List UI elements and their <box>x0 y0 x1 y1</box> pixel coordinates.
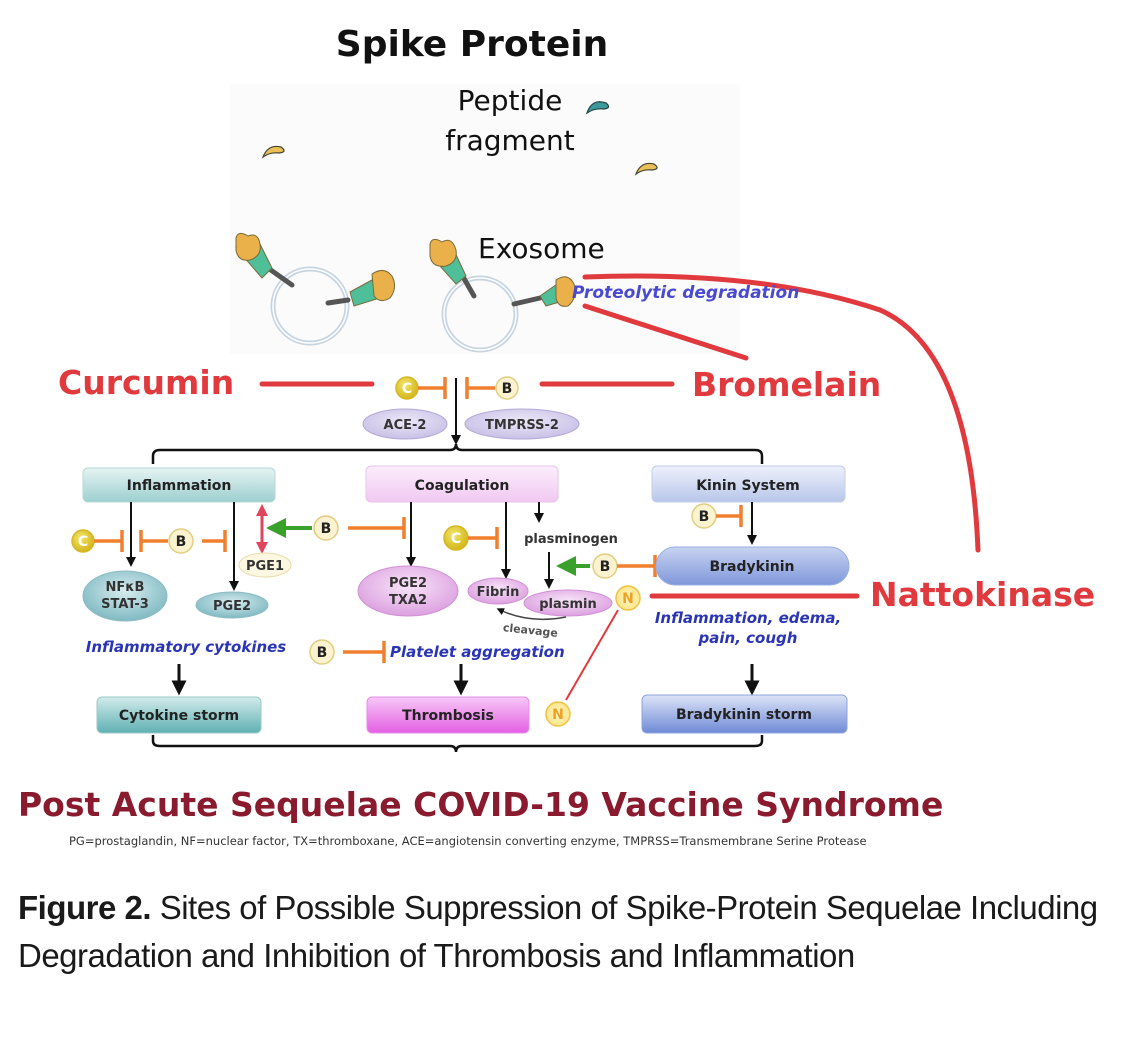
svg-text:Inflammation: Inflammation <box>127 478 232 494</box>
svg-text:Fibrin: Fibrin <box>477 585 520 600</box>
svg-text:B: B <box>699 509 710 525</box>
svg-text:B: B <box>600 559 611 575</box>
inflammatory-cytokines-label: Inflammatory cytokines <box>86 638 287 656</box>
diagram: Spike Protein Peptide fragment Exosome P… <box>18 24 1095 848</box>
plasmin-node: plasmin <box>523 589 613 617</box>
svg-text:plasmin: plasmin <box>539 597 597 612</box>
svg-text:B: B <box>176 534 187 550</box>
peptide-fragment-icon <box>634 162 658 176</box>
inflammation-header: Inflammation <box>82 467 276 503</box>
svg-text:B: B <box>321 521 332 537</box>
kinin-system-header: Kinin System <box>651 465 846 503</box>
bromelain-badge: B <box>313 515 339 541</box>
figure-caption: Figure 2. Sites of Possible Suppression … <box>18 884 1108 980</box>
curcumin-badge: C <box>443 525 469 551</box>
exosome-label: Exosome <box>478 232 605 265</box>
bromelain-badge: B <box>168 528 194 554</box>
svg-text:N: N <box>622 591 634 607</box>
plasminogen-label: plasminogen <box>524 532 618 547</box>
svg-text:NFκB: NFκB <box>106 580 145 595</box>
bromelain-badge: B <box>592 553 618 579</box>
svg-text:Thrombosis: Thrombosis <box>402 708 494 724</box>
svg-text:C: C <box>402 381 412 397</box>
bottom-bracket <box>151 735 764 753</box>
peptide-label-line2: fragment <box>445 124 575 157</box>
nattokinase-badge: N <box>615 585 641 611</box>
svg-text:C: C <box>451 531 461 547</box>
figure-caption-text: Sites of Possible Suppression of Spike-P… <box>18 889 1098 974</box>
svg-text:Kinin System: Kinin System <box>696 478 800 494</box>
svg-text:PGE2: PGE2 <box>213 599 251 614</box>
pge1-node: PGE1 <box>238 552 292 578</box>
pge2-inflammation-node: PGE2 <box>195 591 269 619</box>
cleavage-arrow <box>496 608 567 621</box>
svg-text:TMPRSS-2: TMPRSS-2 <box>485 418 559 433</box>
peptide-label-line1: Peptide <box>458 84 563 117</box>
proteolytic-degradation-label: Proteolytic degradation <box>572 283 799 303</box>
svg-text:Coagulation: Coagulation <box>415 478 510 494</box>
bromelain-degradation-line <box>582 303 749 361</box>
bromelain-badge: B <box>691 503 717 529</box>
thrombosis-box: Thrombosis <box>366 696 530 734</box>
bromelain-badge: B <box>495 376 519 400</box>
svg-text:Cytokine storm: Cytokine storm <box>119 708 239 724</box>
exosome-left-icon <box>235 232 396 346</box>
coagulation-header: Coagulation <box>365 465 559 503</box>
top-bracket <box>151 443 764 464</box>
svg-text:STAT-3: STAT-3 <box>101 597 149 612</box>
bradykinin-node: Bradykinin <box>655 546 850 586</box>
curcumin-badge: C <box>71 529 95 553</box>
bradykinin-storm-box: Bradykinin storm <box>641 694 848 734</box>
curcumin-badge: C <box>395 376 419 400</box>
figure-caption-label: Figure 2. <box>18 889 152 926</box>
svg-text:PGE2: PGE2 <box>389 576 427 591</box>
svg-text:ACE-2: ACE-2 <box>384 418 427 433</box>
svg-text:B: B <box>317 645 328 661</box>
pge2-txa2-node: PGE2 TXA2 <box>357 565 459 617</box>
peptide-fragment-icon <box>585 101 610 115</box>
bromelain-label: Bromelain <box>692 365 881 404</box>
receptor-tmprss2: TMPRSS-2 <box>464 408 580 440</box>
svg-text:Bradykinin: Bradykinin <box>709 559 794 575</box>
nfkb-stat3-node: NFκB STAT-3 <box>82 570 168 622</box>
svg-text:N: N <box>552 707 564 723</box>
svg-text:PGE1: PGE1 <box>246 559 284 574</box>
illustration-panel <box>230 84 740 354</box>
svg-text:C: C <box>78 534 88 550</box>
nattokinase-badge: N <box>545 701 571 727</box>
svg-text:Bradykinin storm: Bradykinin storm <box>676 707 812 723</box>
peptide-fragment-icon <box>261 145 285 159</box>
kinin-effect-line1: Inflammation, edema, <box>655 609 841 627</box>
receptor-ace2: ACE-2 <box>362 408 448 440</box>
cleavage-label: cleavage <box>502 621 558 640</box>
exosome-right-icon <box>429 238 576 353</box>
nattokinase-degradation-line <box>582 273 981 553</box>
curcumin-label: Curcumin <box>58 363 234 402</box>
bromelain-badge: B <box>309 639 335 665</box>
fibrin-node: Fibrin <box>467 577 529 605</box>
spike-protein-title: Spike Protein <box>336 24 608 65</box>
syndrome-title: Post Acute Sequelae COVID-19 Vaccine Syn… <box>18 785 943 824</box>
svg-text:TXA2: TXA2 <box>389 593 427 608</box>
nattokinase-label: Nattokinase <box>870 575 1095 614</box>
platelet-aggregation-label: Platelet aggregation <box>390 643 565 661</box>
kinin-effect-line2: pain, cough <box>698 629 798 647</box>
svg-text:B: B <box>502 381 513 397</box>
cytokine-storm-box: Cytokine storm <box>96 696 262 734</box>
abbreviations-note: PG=prostaglandin, NF=nuclear factor, TX=… <box>69 834 867 848</box>
nattokinase-thrombosis-line <box>565 609 619 701</box>
